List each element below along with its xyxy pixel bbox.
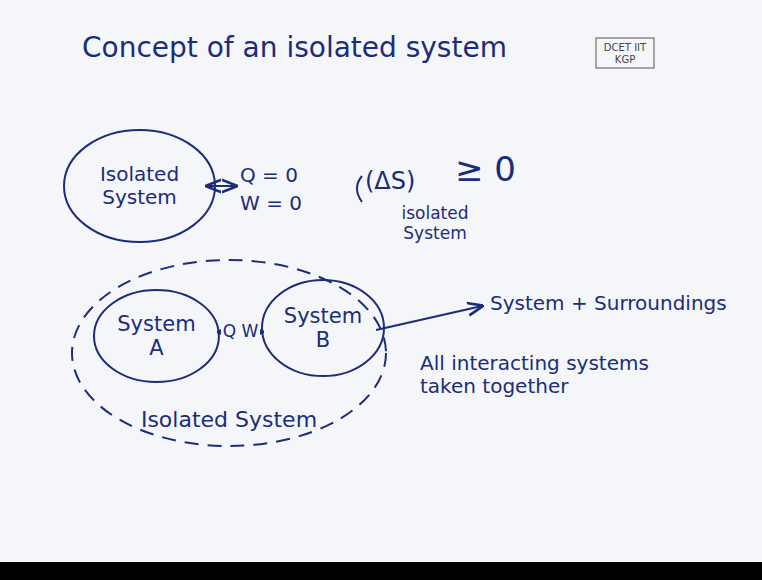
system-boundary: Isolated System System A System B	[70, 258, 388, 448]
leader-line	[376, 306, 482, 330]
bracket	[357, 176, 362, 202]
outline	[262, 280, 384, 376]
node-label: System A	[115, 312, 197, 360]
title: Concept of an isolated system	[82, 32, 507, 64]
note: ≥ 0	[455, 150, 535, 189]
note: isolated System	[385, 204, 485, 243]
note: W = 0	[240, 192, 330, 215]
logo-text: DCET IIT KGP	[599, 42, 651, 65]
node-label: Isolated System	[90, 163, 190, 209]
node-label: Isolated System	[141, 407, 317, 432]
frame-band	[0, 562, 762, 580]
outline	[72, 260, 386, 446]
note: All interacting systems taken together	[420, 352, 660, 398]
edge-label: Q W	[221, 322, 261, 342]
outline	[64, 130, 215, 242]
note: System + Surroundings	[490, 292, 740, 315]
leader-line	[207, 185, 236, 187]
system-blob: Isolated System	[62, 128, 217, 244]
system-blob: System B	[260, 278, 386, 378]
node-label: System B	[283, 304, 363, 352]
note: (ΔS)	[365, 168, 445, 196]
logo-box	[596, 38, 654, 68]
outline	[94, 290, 219, 382]
system-blob: System A	[92, 288, 221, 384]
note: Q = 0	[240, 164, 330, 187]
